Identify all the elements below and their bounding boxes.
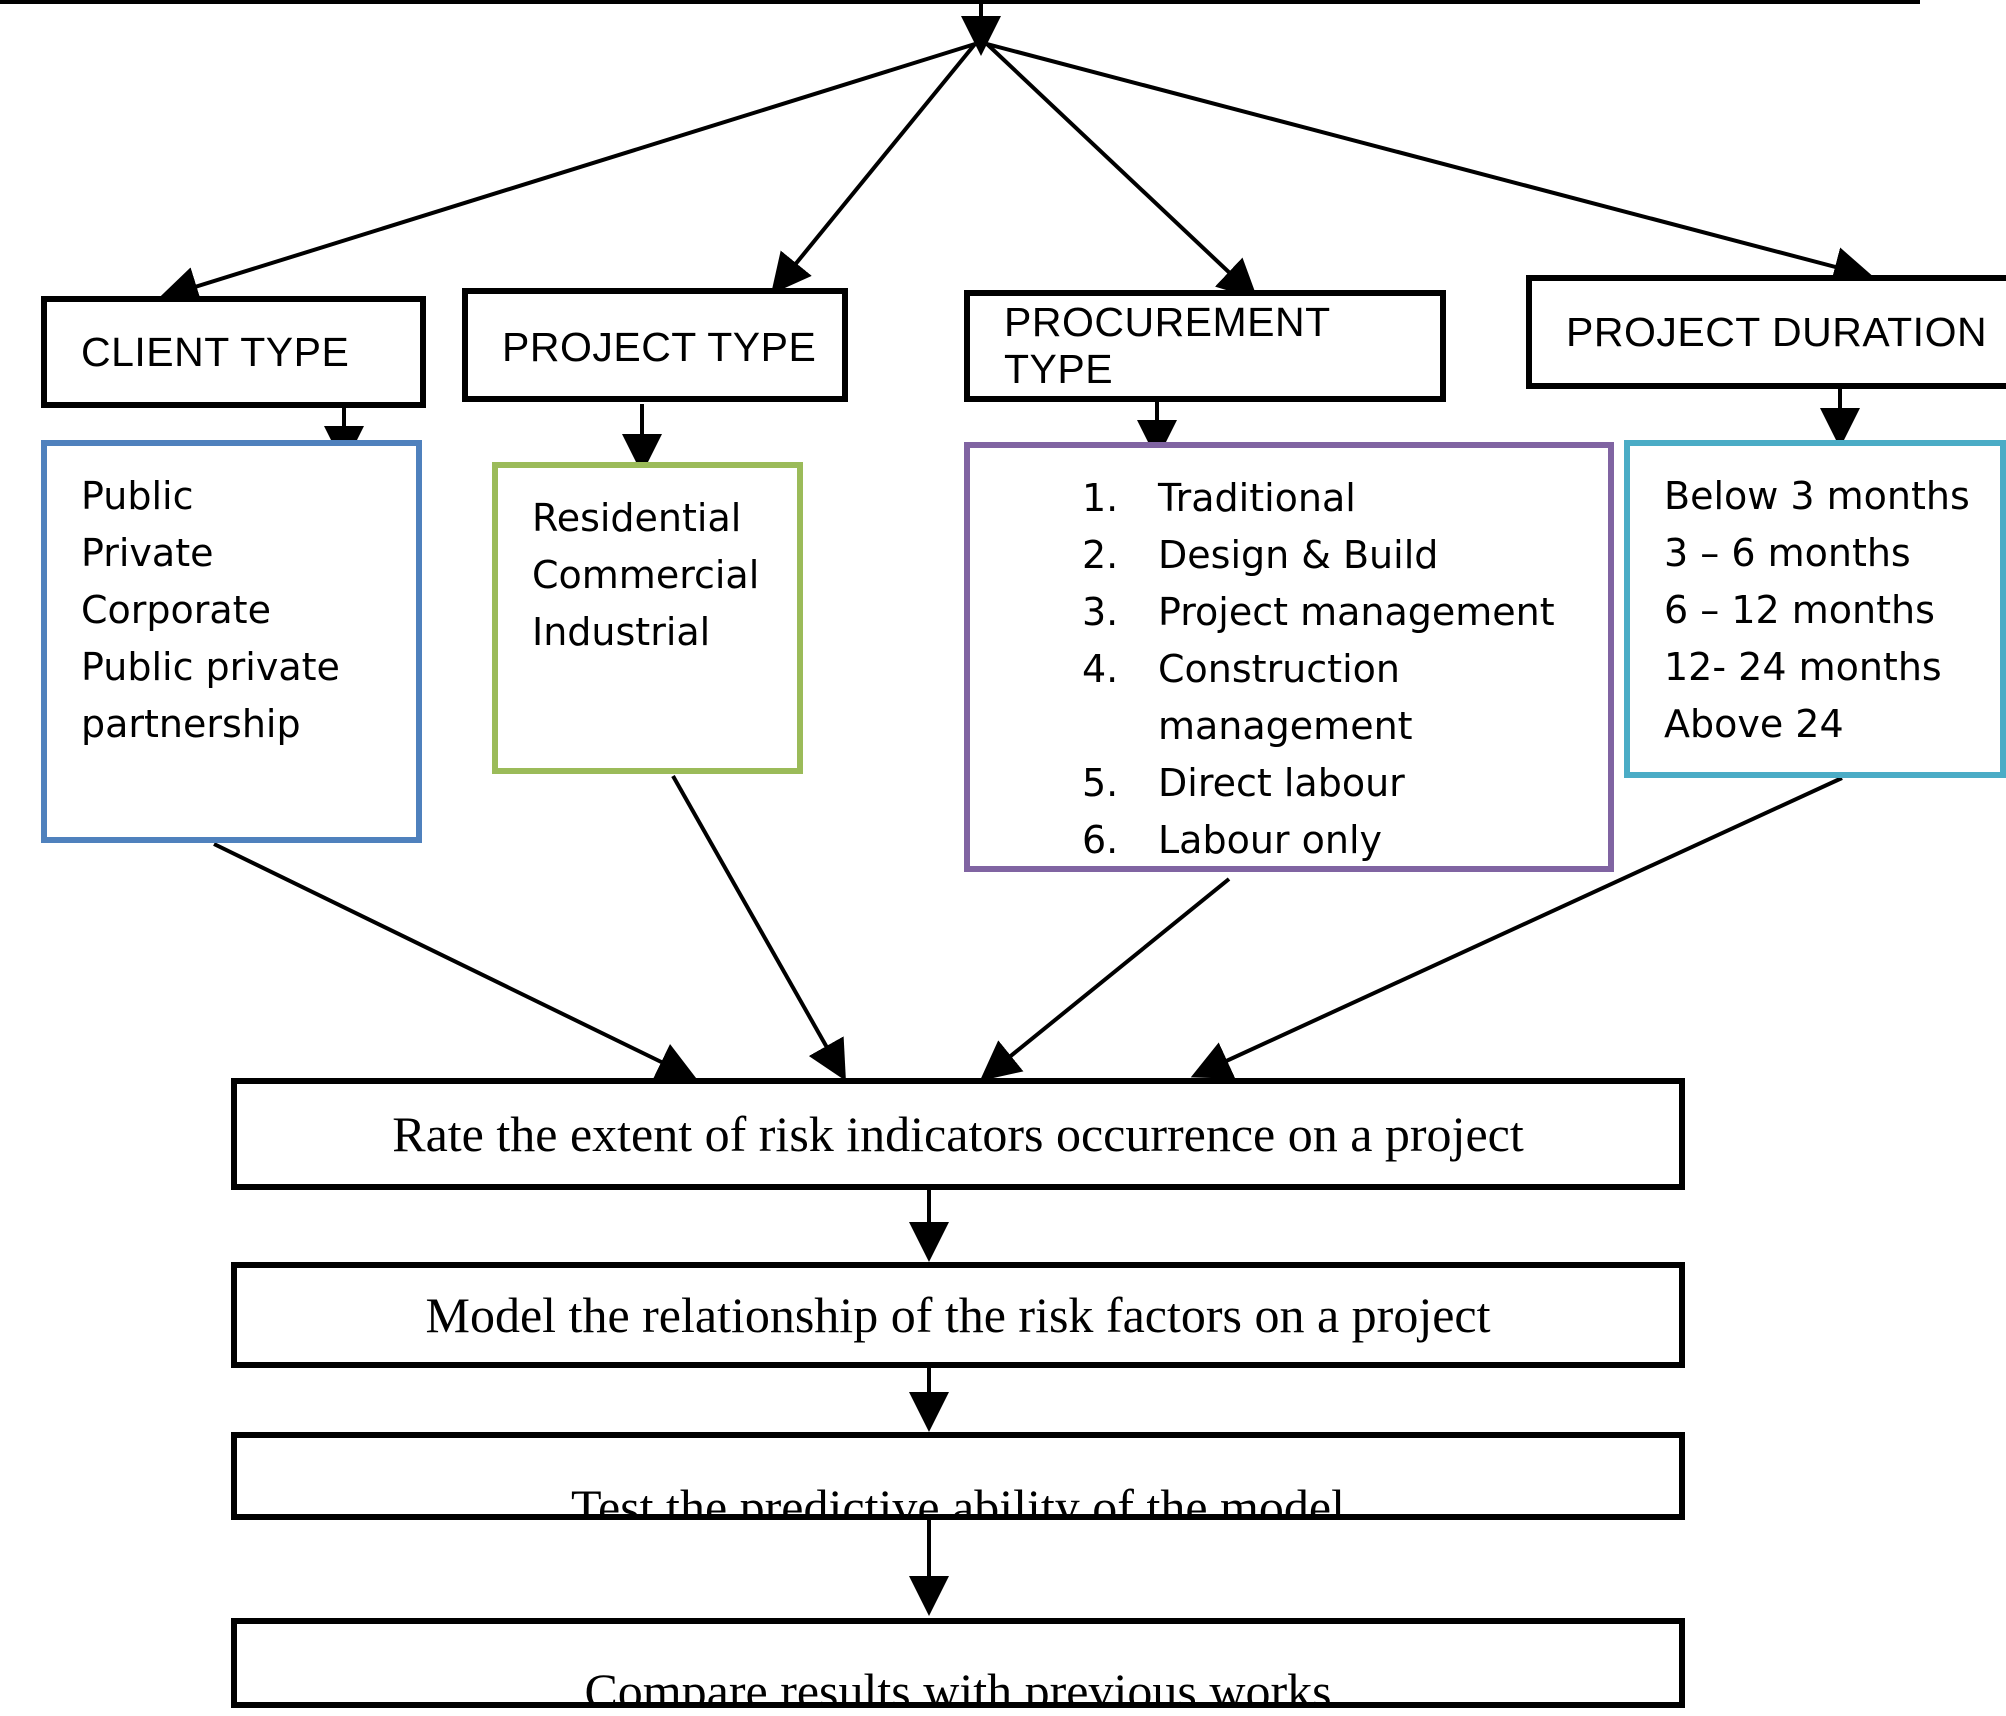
procurement-option-number: 1. xyxy=(1082,476,1119,520)
procurement-option-text: Design & Build xyxy=(1158,533,1439,577)
procurement-option-number: 6. xyxy=(1082,818,1119,862)
procurement-option-text: Labour only xyxy=(1158,818,1382,862)
step-label: Test the predictive ability of the model xyxy=(570,1479,1346,1520)
procurement-type-options-box: 1. Traditional 2. Design & Build 3. Project… xyxy=(964,442,1614,872)
project-type-options-list: Residential Commercial Industrial xyxy=(532,490,797,661)
procurement-type-title: PROCUREMENT TYPE xyxy=(1004,299,1330,392)
step-label: Rate the extent of risk indicators occur… xyxy=(392,1106,1524,1162)
procurement-option-text: management xyxy=(1158,704,1413,748)
project-duration-options-list: Below 3 months 3 – 6 months 6 – 12 month… xyxy=(1664,468,2000,753)
arrow-to-project-duration xyxy=(986,42,1874,287)
procurement-type-option: management xyxy=(1082,698,1608,755)
step-label: Compare results with previous works xyxy=(584,1663,1332,1708)
arrow-duration-list-to-rate xyxy=(1190,776,1843,1079)
client-type-option: partnership xyxy=(81,702,301,746)
client-type-option: Public xyxy=(81,474,194,518)
step-label: Model the relationship of the risk facto… xyxy=(425,1287,1491,1343)
arrow-client-list-to-rate xyxy=(213,842,698,1080)
procurement-option-text: Direct labour xyxy=(1158,761,1405,805)
project-duration-title: PROJECT DURATION xyxy=(1566,309,1988,355)
step-compare-results: Compare results with previous works xyxy=(231,1618,1685,1708)
client-type-box: CLIENT TYPE xyxy=(41,296,426,408)
client-type-option: Public private xyxy=(81,645,340,689)
step-test-predictive-ability: Test the predictive ability of the model xyxy=(231,1432,1685,1520)
project-duration-option: Below 3 months xyxy=(1664,474,1970,518)
project-type-option: Industrial xyxy=(532,610,711,654)
procurement-option-text: Construction xyxy=(1158,647,1400,691)
procurement-option-number: 4. xyxy=(1082,647,1119,691)
project-duration-options-box: Below 3 months 3 – 6 months 6 – 12 month… xyxy=(1624,440,2006,778)
procurement-type-option: 2. Design & Build xyxy=(1082,527,1608,584)
project-type-box: PROJECT TYPE xyxy=(462,288,848,402)
procurement-option-number: 5. xyxy=(1082,761,1119,805)
project-duration-option: Above 24 xyxy=(1664,702,1844,746)
arrow-to-project-type xyxy=(770,42,977,295)
procurement-type-option: 3. Project management xyxy=(1082,584,1608,641)
client-type-option: Private xyxy=(81,531,214,575)
project-type-option: Commercial xyxy=(532,553,760,597)
procurement-option-number: 3. xyxy=(1082,590,1119,634)
arrow-to-procurement-type xyxy=(985,42,1258,300)
project-type-option: Residential xyxy=(532,496,742,540)
arrow-project-list-to-rate xyxy=(671,775,846,1081)
arrow-to-client-type xyxy=(158,42,976,306)
client-type-options-list: Public Private Corporate Public private … xyxy=(81,468,416,753)
procurement-option-number: 2. xyxy=(1082,533,1119,577)
project-duration-box: PROJECT DURATION xyxy=(1526,275,2006,389)
project-type-title: PROJECT TYPE xyxy=(502,324,817,370)
project-type-options-box: Residential Commercial Industrial xyxy=(492,462,803,774)
step-rate-risk-indicators: Rate the extent of risk indicators occur… xyxy=(231,1078,1685,1190)
project-duration-option: 3 – 6 months xyxy=(1664,531,1911,575)
procurement-type-box: PROCUREMENT TYPE xyxy=(964,290,1446,402)
procurement-type-option: 1. Traditional xyxy=(1082,470,1608,527)
client-type-options-box: Public Private Corporate Public private … xyxy=(41,440,422,843)
project-duration-option: 6 – 12 months xyxy=(1664,588,1935,632)
step-model-relationship: Model the relationship of the risk facto… xyxy=(231,1262,1685,1368)
project-duration-option: 12- 24 months xyxy=(1664,645,1942,689)
procurement-type-option: 5. Direct labour xyxy=(1082,755,1608,812)
procurement-option-text: Traditional xyxy=(1158,476,1356,520)
procurement-type-option: 4. Construction xyxy=(1082,641,1608,698)
procurement-option-text: Project management xyxy=(1158,590,1555,634)
client-type-option: Corporate xyxy=(81,588,271,632)
client-type-title: CLIENT TYPE xyxy=(81,328,350,375)
procurement-type-option: 6. Labour only xyxy=(1082,812,1608,869)
arrow-procurement-list-to-rate xyxy=(979,877,1231,1082)
procurement-type-options-list: 1. Traditional 2. Design & Build 3. Project… xyxy=(1082,470,1608,869)
